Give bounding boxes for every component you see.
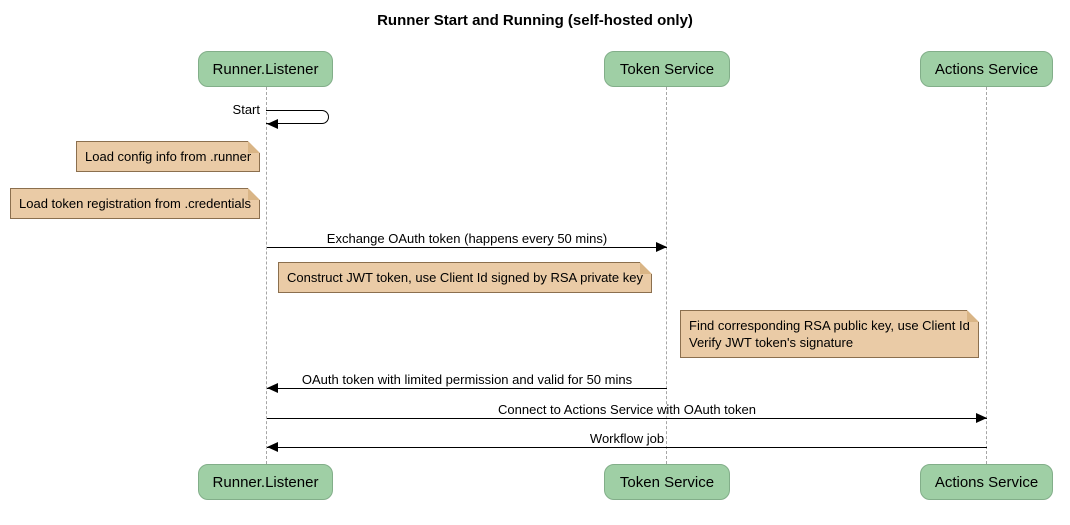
participant-runner-listener-top: Runner.Listener: [198, 51, 333, 87]
participant-token-service-top: Token Service: [604, 51, 730, 87]
message-start-label: Start: [232, 102, 260, 117]
lifeline-token-service: [666, 87, 667, 464]
message-connect-label: Connect to Actions Service with OAuth to…: [498, 402, 756, 417]
message-oauth-return-line: [267, 388, 667, 389]
message-workflow-arrowhead-icon: [267, 442, 278, 452]
lifeline-actions-service: [986, 87, 987, 464]
participant-label: Runner.Listener: [212, 473, 319, 491]
diagram-title: Runner Start and Running (self-hosted on…: [377, 12, 693, 29]
message-connect-arrowhead-icon: [976, 413, 987, 423]
note-construct-jwt: Construct JWT token, use Client Id signe…: [278, 262, 652, 293]
note-verify-jwt: Find corresponding RSA public key, use C…: [680, 310, 979, 358]
message-oauth-return-arrowhead-icon: [267, 383, 278, 393]
message-start-self-loop: [266, 110, 329, 124]
message-oauth-return-label: OAuth token with limited permission and …: [301, 372, 633, 387]
note-load-token: Load token registration from .credential…: [10, 188, 260, 219]
message-start-arrowhead-icon: [267, 119, 278, 129]
message-workflow-label: Workflow job: [589, 431, 665, 446]
participant-label: Token Service: [619, 473, 715, 491]
message-workflow-line: [267, 447, 987, 448]
message-connect-line: [267, 418, 987, 419]
participant-label: Actions Service: [934, 473, 1039, 491]
message-exchange-label: Exchange OAuth token (happens every 50 m…: [326, 231, 608, 246]
participant-actions-service-bottom: Actions Service: [920, 464, 1053, 500]
participant-label: Runner.Listener: [212, 60, 319, 78]
message-exchange-line: [267, 247, 667, 248]
participant-label: Token Service: [619, 60, 715, 78]
lifeline-runner-listener: [266, 87, 267, 464]
participant-actions-service-top: Actions Service: [920, 51, 1053, 87]
participant-label: Actions Service: [934, 60, 1039, 78]
participant-runner-listener-bottom: Runner.Listener: [198, 464, 333, 500]
note-load-config: Load config info from .runner: [76, 141, 261, 172]
participant-token-service-bottom: Token Service: [604, 464, 730, 500]
message-exchange-arrowhead-icon: [656, 242, 667, 252]
